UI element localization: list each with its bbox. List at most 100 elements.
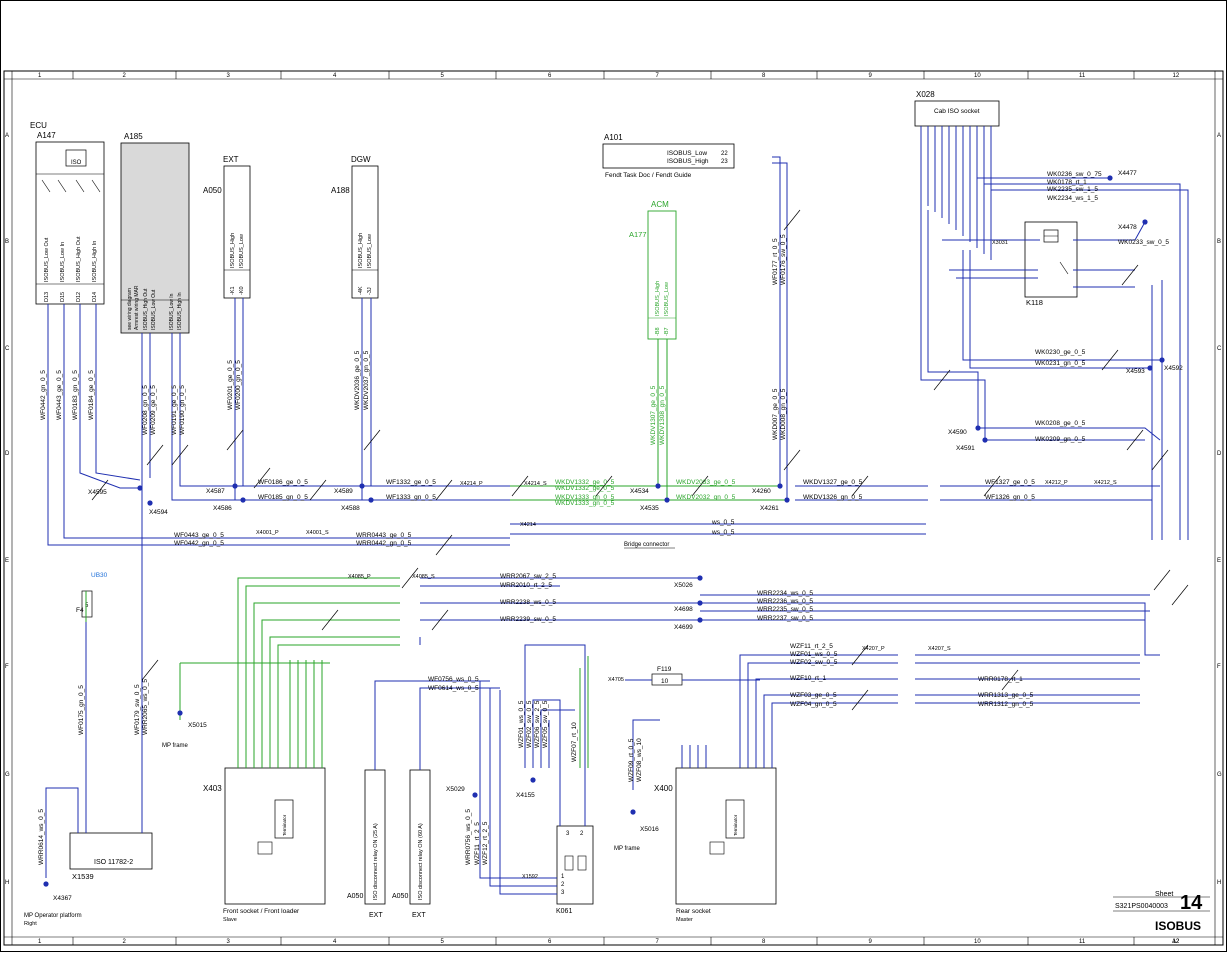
wire xyxy=(632,719,660,790)
row-label: B xyxy=(1217,239,1221,245)
svg-text:Fendt Task Doc / Fendt Guide: Fendt Task Doc / Fendt Guide xyxy=(605,172,692,179)
wire-label: WKDV1326_gn_0_5 xyxy=(803,494,863,501)
svg-text:F119: F119 xyxy=(657,666,672,673)
node-label: X4590 xyxy=(948,429,967,436)
wire-label: WKDV1332_ge_0_5 xyxy=(555,479,615,486)
svg-text:A177: A177 xyxy=(629,230,647,239)
svg-text:ISOBUS_High: ISOBUS_High xyxy=(667,158,709,165)
wire xyxy=(277,644,400,768)
junction-node xyxy=(232,483,238,489)
cable-slash xyxy=(363,429,381,451)
wire-label: WK0209_gn_0_5 xyxy=(1035,436,1086,443)
column-label: 7 xyxy=(656,73,660,79)
wire-label: WZF06_sw_2_5 xyxy=(534,700,541,748)
junction-node xyxy=(982,437,988,443)
column-label: 6 xyxy=(548,73,552,79)
wire-label: WZF01_ws_0_5 xyxy=(518,700,525,748)
svg-text:ACM: ACM xyxy=(651,200,669,209)
fuse-f119: F119 10 xyxy=(651,666,683,686)
wire-label: WRR2237_sw_0_5 xyxy=(757,615,813,622)
svg-text:X403: X403 xyxy=(203,784,222,793)
svg-text:D15: D15 xyxy=(60,292,66,302)
row-label: E xyxy=(5,558,9,564)
svg-text:23: 23 xyxy=(721,159,728,165)
cable-slash xyxy=(595,475,613,497)
acm-a177: ACM A177 ISOBUS_High ISOBUS_Low -B8 -B7 xyxy=(629,200,677,340)
column-label: 12 xyxy=(1173,73,1180,79)
cable-slash xyxy=(851,644,869,666)
junction-node xyxy=(664,497,670,503)
cable-slash xyxy=(435,534,453,556)
svg-text:-B7: -B7 xyxy=(664,327,670,336)
node-label: X4477 xyxy=(1118,170,1137,177)
wire-label: WF0201_ge_0_5 xyxy=(227,360,234,410)
connector-tag: X4214 xyxy=(520,522,536,528)
wire xyxy=(524,644,586,826)
a185-label: A185 xyxy=(124,132,143,141)
connector-tag: X4207_S xyxy=(928,646,951,652)
wire xyxy=(1073,221,1146,241)
svg-text:ISOBUS_High: ISOBUS_High xyxy=(655,281,661,316)
wire-label: ws_0_5 xyxy=(711,519,735,526)
wire-label: ws_0_5 xyxy=(711,529,735,536)
cable-slash xyxy=(226,429,244,451)
wire xyxy=(969,250,1150,369)
svg-text:F4: F4 xyxy=(76,607,84,614)
wire xyxy=(771,702,898,768)
wire-label: WK2234_ws_1_5 xyxy=(1047,195,1098,202)
iso-disconnect-relays: ISO disconnect relay ON (25 A) ISO disco… xyxy=(347,769,431,919)
connector-tag: X4212_P xyxy=(1045,480,1068,486)
svg-text:Slave: Slave xyxy=(223,917,237,923)
svg-text:Right: Right xyxy=(24,921,37,927)
row-label: F xyxy=(1217,664,1221,670)
wire-label: WRR0178_rt_1 xyxy=(978,676,1023,683)
cable-slash xyxy=(1126,429,1144,451)
wire-label: WF0756_ws_0_5 xyxy=(428,676,479,683)
cable-slash xyxy=(983,475,1001,497)
svg-text:DGW: DGW xyxy=(351,155,371,164)
ecu-label: ECU xyxy=(30,121,47,130)
node-label: X4261 xyxy=(760,505,779,512)
ecu-pin-3: ISOBUS_High Out xyxy=(76,236,82,282)
svg-text:1: 1 xyxy=(561,874,565,880)
connector-tag: X4705 xyxy=(608,677,624,683)
row-label: H xyxy=(1217,880,1221,886)
svg-text:S321PS0040003: S321PS0040003 xyxy=(1115,903,1168,910)
wire-label: WRR2067_sw_2_5 xyxy=(500,573,556,580)
wire-label: WF1333_gn_0_5 xyxy=(386,494,436,501)
wire-label: WK0236_sw_0_75 xyxy=(1047,171,1102,178)
wire-label: WRR1313_ge_0_5 xyxy=(978,692,1034,699)
cable-slash xyxy=(435,479,453,501)
wire-labels: X4595X4594X4587X4586X4589X4588X4534X4535… xyxy=(38,170,1183,902)
wire-label: WF0190_gn_0_5 xyxy=(179,385,186,435)
svg-text:ISO 11782-2: ISO 11782-2 xyxy=(94,859,133,866)
svg-text:-K0: -K0 xyxy=(239,286,245,295)
svg-text:ISOBUS_Low: ISOBUS_Low xyxy=(239,234,245,268)
svg-text:22: 22 xyxy=(721,151,728,157)
column-label: 10 xyxy=(974,73,981,79)
wire xyxy=(489,688,557,887)
junction-node xyxy=(655,483,661,489)
svg-text:ISOBUS: ISOBUS xyxy=(1155,919,1201,933)
node-label: X4535 xyxy=(640,505,659,512)
connector-tag: X4214_S xyxy=(524,481,547,487)
wire-label: WZF11_rt_2_5 xyxy=(474,822,481,865)
cable-slash xyxy=(1121,264,1139,286)
wire-label: WF0183_gn_0_5 xyxy=(72,370,79,420)
junction-node xyxy=(975,425,981,431)
wire xyxy=(985,427,1161,441)
wire xyxy=(739,654,898,768)
junction-nodes xyxy=(43,175,1165,887)
svg-text:-4K: -4K xyxy=(358,286,364,295)
ext-a050: EXT A050 ISOBUS_High ISOBUS_Low -K1 -K0 xyxy=(203,155,251,299)
junction-node xyxy=(137,485,143,491)
wire-label: WZF01_ws_0_5 xyxy=(790,651,838,658)
ecu-pin-2: ISOBUS_Low In xyxy=(60,242,66,282)
wire-label: WZF10_rt_1 xyxy=(790,675,827,682)
ground-labels: MP frame MP frame MP Operator platform R… xyxy=(24,743,641,927)
column-label: 4 xyxy=(333,73,337,79)
wire-label: WKDV2032_gn_0_5 xyxy=(676,494,736,501)
junction-node xyxy=(777,483,783,489)
